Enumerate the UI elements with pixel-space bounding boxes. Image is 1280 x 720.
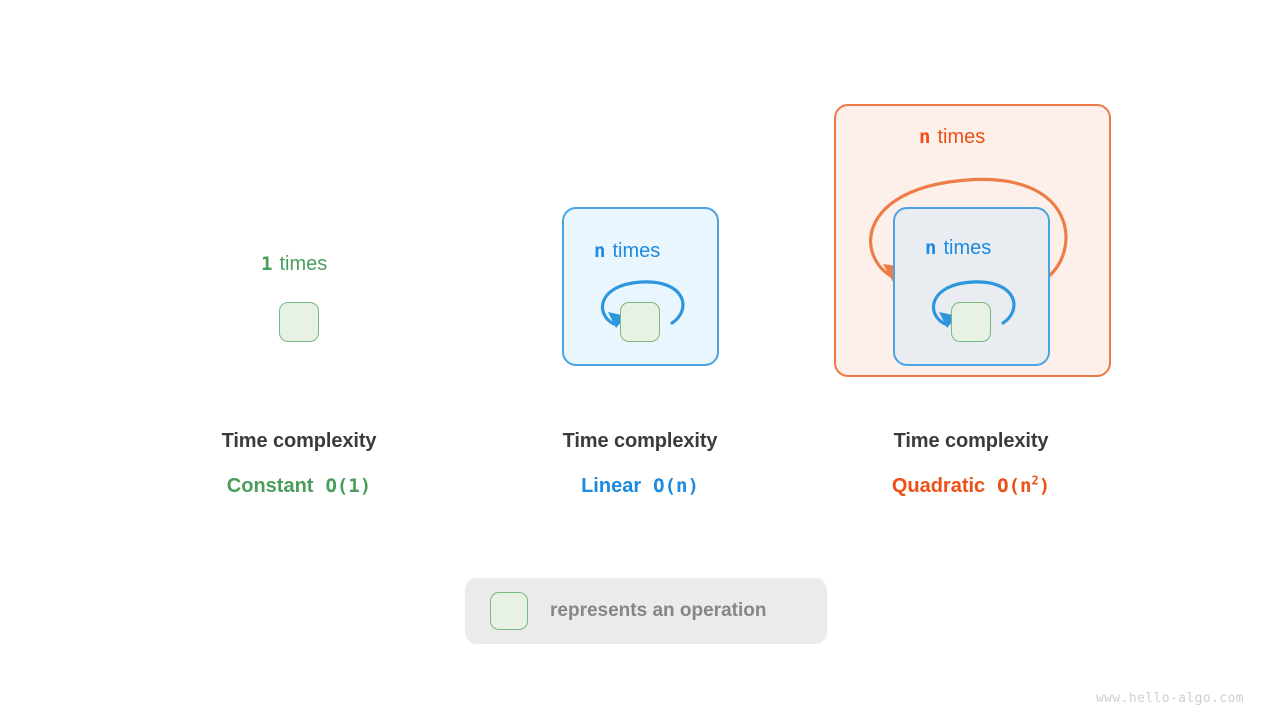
- quadratic-inner-loop-count: n: [925, 237, 937, 259]
- quadratic-notation-exponent: 2: [1031, 473, 1039, 488]
- linear-complexity-formula: Linear O(n): [460, 475, 820, 498]
- linear-caption: Time complexity Linear O(n): [460, 430, 820, 498]
- quadratic-complexity-name: Quadratic: [891, 475, 986, 497]
- legend-box: represents an operation: [465, 578, 827, 644]
- quadratic-complexity-formula: Quadratic O(n2): [791, 475, 1151, 498]
- linear-loop-word: times: [612, 240, 661, 262]
- quadratic-caption: Time complexity Quadratic O(n2): [791, 430, 1151, 498]
- operation-square: [620, 302, 660, 342]
- quadratic-notation-base: O(n: [997, 475, 1032, 497]
- linear-complexity-notation: O(n): [653, 475, 699, 497]
- constant-complexity-name: Constant: [226, 475, 314, 497]
- legend-label: represents an operation: [550, 600, 767, 621]
- constant-complexity-formula: Constant O(1): [119, 475, 479, 498]
- quadratic-outer-loop-count: n: [919, 126, 931, 148]
- constant-loop-count: 1: [261, 253, 273, 275]
- legend-operation-square: [490, 592, 528, 630]
- constant-caption-title: Time complexity: [221, 430, 377, 452]
- quadratic-notation-close: ): [1038, 475, 1051, 497]
- constant-complexity-notation: O(1): [325, 475, 372, 497]
- linear-complexity-name: Linear: [581, 475, 642, 497]
- watermark: www.hello-algo.com: [1095, 691, 1244, 706]
- operation-square: [951, 302, 991, 342]
- constant-loop-word: times: [279, 253, 328, 275]
- linear-caption-title: Time complexity: [562, 430, 718, 452]
- quadratic-inner-loop-word: times: [943, 237, 992, 259]
- quadratic-outer-loop-word: times: [937, 126, 986, 148]
- operation-square: [279, 302, 319, 342]
- quadratic-complexity-notation: O(n2): [997, 475, 1050, 497]
- constant-caption: Time complexity Constant O(1): [119, 430, 479, 498]
- linear-loop-count: n: [594, 240, 606, 262]
- constant-loop-label: 1 times: [261, 254, 327, 274]
- constant-complexity-column: 1 times: [119, 0, 479, 560]
- quadratic-caption-title: Time complexity: [893, 430, 1049, 452]
